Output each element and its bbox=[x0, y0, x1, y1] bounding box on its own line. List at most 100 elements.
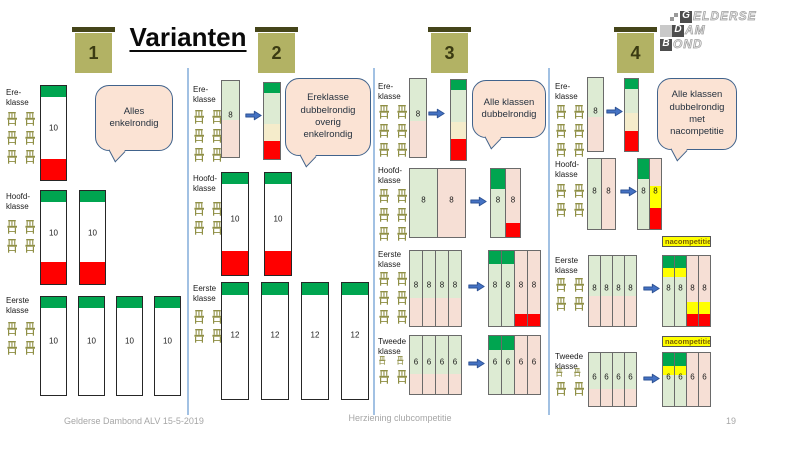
chair-icon bbox=[379, 124, 390, 138]
ere-after-bars bbox=[450, 79, 467, 161]
class-label-hoofd: Hoofd-klasse bbox=[378, 166, 403, 186]
promotion-segment bbox=[265, 173, 291, 184]
chair-icon bbox=[397, 356, 404, 365]
logo-square-d: D bbox=[672, 24, 684, 37]
upper-segment bbox=[601, 256, 612, 296]
chair-icon bbox=[379, 310, 390, 324]
chair-icon bbox=[574, 143, 585, 157]
team-count: 8 bbox=[702, 283, 707, 292]
promotion-segment bbox=[451, 80, 466, 90]
team-count: 8 bbox=[510, 195, 516, 205]
logo-text: ELDERSE bbox=[693, 9, 757, 24]
chair-icon bbox=[556, 278, 567, 292]
chair-icon bbox=[574, 203, 585, 217]
upper-segment bbox=[449, 336, 461, 374]
promotion-segment bbox=[222, 173, 248, 184]
logo-square-blank bbox=[660, 24, 672, 37]
ere-before-bars: 8 bbox=[221, 80, 240, 158]
chair-icon bbox=[25, 322, 36, 336]
hoofd-before-bars: 8 8 bbox=[409, 168, 466, 238]
variant-4-speech-bubble: Alle klassen dubbelrondig met nacompetit… bbox=[657, 78, 737, 150]
lower-segment bbox=[410, 298, 422, 326]
lower-segment bbox=[589, 389, 600, 406]
team-count: 6 bbox=[439, 357, 445, 367]
relegation-segment bbox=[506, 223, 520, 237]
bar-hoofd: 10 bbox=[79, 190, 106, 285]
upper-segment bbox=[625, 353, 636, 389]
arrow-right-icon bbox=[468, 281, 485, 292]
bar-hoofd-after: 8 bbox=[490, 168, 506, 238]
relegation-segment bbox=[41, 262, 66, 284]
bar-eerste: 10 bbox=[154, 296, 181, 396]
bar-tweede-before: 6 bbox=[448, 335, 462, 395]
bar-tweede-after: 6 bbox=[501, 335, 515, 395]
nacompetitie-segment bbox=[687, 302, 698, 314]
chair-icon bbox=[379, 189, 390, 203]
variant-3-number: 3 bbox=[428, 27, 471, 73]
nacompetitie-segment bbox=[699, 302, 710, 314]
upper-segment bbox=[436, 251, 448, 298]
section-divider bbox=[373, 68, 375, 415]
chair-icon bbox=[397, 208, 408, 222]
chair-icon bbox=[574, 297, 585, 311]
chairs-hoofd bbox=[379, 189, 412, 241]
team-count: 6 bbox=[604, 372, 609, 382]
eerste-after-bars: 8 8 8 8 bbox=[488, 250, 541, 327]
class-label-ere: Ere-klasse bbox=[555, 82, 578, 102]
team-count: 10 bbox=[125, 336, 134, 346]
body-segment bbox=[625, 89, 638, 113]
ere-before-bars: 8 bbox=[409, 78, 427, 158]
chair-icon bbox=[379, 105, 390, 119]
lower-segment bbox=[423, 298, 435, 326]
ere-bars: 10 bbox=[40, 85, 67, 181]
arrow-right-icon bbox=[468, 358, 485, 369]
promotion-segment bbox=[80, 191, 105, 202]
lower-segment bbox=[449, 374, 461, 394]
variant-3-speech-bubble: Alle klassen dubbelrondig bbox=[472, 80, 546, 138]
bar-eerste: 12 bbox=[261, 282, 289, 400]
team-count: 8 bbox=[616, 283, 621, 292]
team-count: 6 bbox=[413, 357, 419, 367]
promotion-segment bbox=[491, 169, 505, 189]
upper-segment bbox=[423, 251, 435, 298]
bar-eerste-after: 8 bbox=[686, 255, 699, 327]
chair-icon bbox=[25, 131, 36, 145]
upper-segment bbox=[601, 353, 612, 389]
chair-icon bbox=[194, 329, 205, 343]
body-segment bbox=[663, 277, 674, 326]
bar-ere-after bbox=[263, 82, 281, 160]
chair-icon bbox=[7, 112, 18, 126]
team-count: 12 bbox=[350, 330, 360, 340]
bar-eerste-after: 8 bbox=[527, 250, 541, 327]
eerste-before-bars: 8 8 8 8 bbox=[588, 255, 637, 327]
bar-eerste-before: 8 bbox=[448, 250, 462, 327]
relegation-segment bbox=[264, 141, 280, 159]
chair-icon bbox=[379, 272, 390, 286]
body-segment bbox=[502, 350, 514, 394]
team-count: 10 bbox=[87, 336, 96, 346]
class-label-ere: Ere-klasse bbox=[378, 82, 401, 102]
upper-segment bbox=[436, 336, 448, 374]
arrow-right-icon bbox=[428, 108, 445, 119]
bar-ere-after bbox=[450, 79, 467, 161]
chair-icon bbox=[379, 227, 390, 241]
promotion-segment bbox=[663, 256, 674, 268]
chair-icon bbox=[397, 291, 408, 305]
relegation-segment bbox=[265, 251, 291, 275]
arrow-right-icon bbox=[643, 283, 660, 294]
team-count: 8 bbox=[678, 283, 683, 292]
chairs-hoofd bbox=[556, 184, 589, 217]
team-count: 10 bbox=[49, 123, 58, 133]
bar-tweede-before: 6 bbox=[600, 352, 613, 407]
body-segment bbox=[502, 264, 514, 326]
team-count: 10 bbox=[230, 214, 240, 224]
logo-row-1: G ELDERSE bbox=[670, 10, 757, 23]
section-divider bbox=[187, 68, 189, 415]
bar-eerste-before: 8 bbox=[422, 250, 436, 327]
team-count: 8 bbox=[439, 280, 445, 290]
team-count: 6 bbox=[690, 372, 695, 382]
body-segment bbox=[342, 295, 368, 399]
lower-segment bbox=[589, 296, 600, 326]
bar-tweede-before: 6 bbox=[435, 335, 449, 395]
